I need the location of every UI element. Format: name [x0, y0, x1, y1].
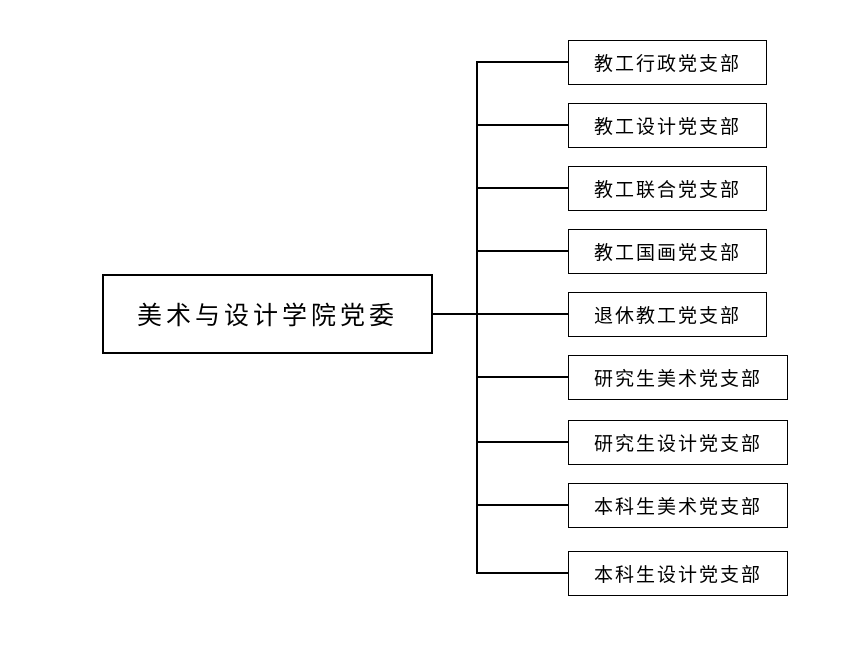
- connector-root-line: [431, 313, 477, 315]
- org-box-branch-label: 本科生设计党支部: [593, 564, 762, 586]
- org-box-branch: 教工联合党支部: [568, 166, 767, 211]
- connector-branch-line: [476, 572, 568, 574]
- connector-branch-line: [476, 313, 568, 315]
- org-box-branch-label: 教工行政党支部: [593, 53, 741, 75]
- org-box-branch: 本科生美术党支部: [568, 483, 788, 528]
- org-box-branch: 研究生设计党支部: [568, 420, 788, 465]
- org-box-branch: 本科生设计党支部: [568, 551, 788, 596]
- connector-branch-line: [476, 441, 568, 443]
- org-box-branch-label: 教工联合党支部: [593, 179, 741, 201]
- org-box-branch-label: 退休教工党支部: [593, 305, 741, 327]
- org-box-branch: 教工行政党支部: [568, 40, 767, 85]
- org-box-branch-label: 教工设计党支部: [593, 116, 741, 138]
- org-box-branch-label: 研究生设计党支部: [593, 433, 762, 455]
- connector-branch-line: [476, 187, 568, 189]
- connector-branch-line: [476, 504, 568, 506]
- connector-branch-line: [476, 376, 568, 378]
- org-box-branch-label: 教工国画党支部: [593, 242, 741, 264]
- org-box-branch: 研究生美术党支部: [568, 355, 788, 400]
- org-box-branch: 教工国画党支部: [568, 229, 767, 274]
- org-box-root-label: 美术与设计学院党委: [136, 301, 398, 330]
- org-box-branch-label: 研究生美术党支部: [593, 368, 762, 390]
- org-box-branch-label: 本科生美术党支部: [593, 496, 762, 518]
- connector-branch-line: [476, 250, 568, 252]
- connector-trunk-line: [476, 61, 478, 574]
- org-box-branch: 教工设计党支部: [568, 103, 767, 148]
- org-box-branch: 退休教工党支部: [568, 292, 767, 337]
- connector-branch-line: [476, 61, 568, 63]
- connector-branch-line: [476, 124, 568, 126]
- org-box-root: 美术与设计学院党委: [102, 274, 433, 354]
